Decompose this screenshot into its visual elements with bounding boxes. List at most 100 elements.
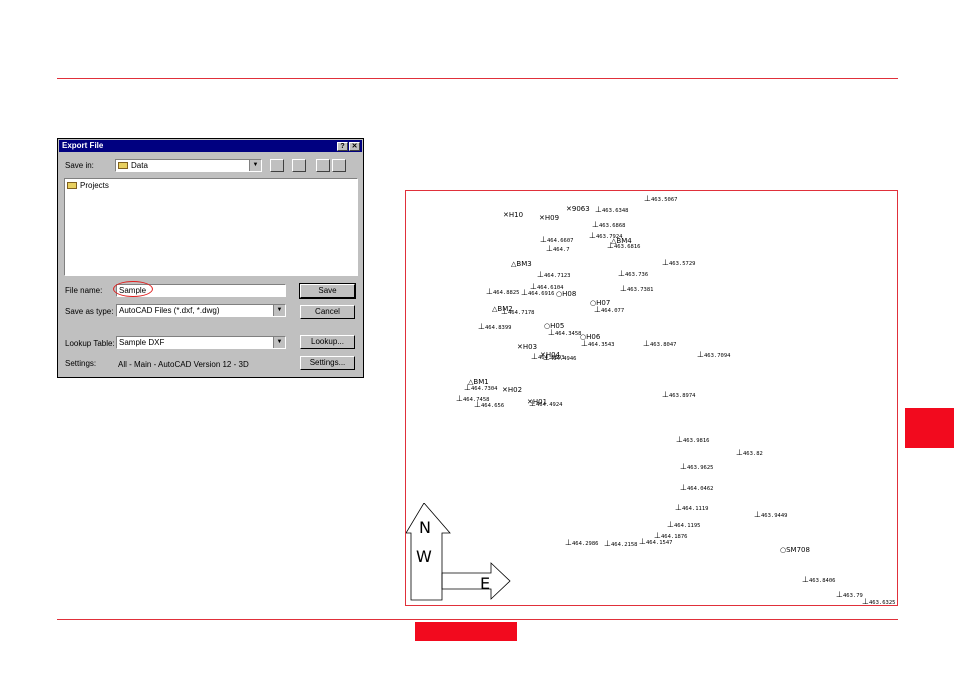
survey-map: ⊥463.5067⊥463.6348⊥463.6868⊥463.7924⊥463… (405, 190, 898, 606)
point-marker-icon: ⊥ (501, 307, 508, 316)
point-elevation-label: 463.9625 (686, 465, 714, 471)
point-elevation-label: 463.7381 (626, 287, 654, 293)
survey-point: ⊥464.3543 (581, 339, 615, 349)
station-marker-icon: ✕ (527, 398, 533, 406)
point-elevation-label: 464.8399 (484, 325, 512, 331)
survey-point: ⊥463.6348 (595, 205, 629, 215)
lookup-button[interactable]: Lookup... (300, 335, 355, 349)
point-elevation-label: 464.1547 (645, 540, 673, 546)
survey-point: ⊥463.8406 (802, 576, 835, 585)
point-elevation-label: 464.1195 (673, 523, 701, 529)
station-marker-icon: △ (611, 237, 617, 245)
point-elevation-label: 463.8047 (649, 342, 677, 348)
point-marker-icon: ⊥ (548, 328, 555, 337)
settings-label: Settings: (65, 359, 97, 368)
settings-button[interactable]: Settings... (300, 356, 355, 370)
help-button[interactable]: ? (337, 142, 348, 151)
point-marker-icon: ⊥ (680, 483, 687, 492)
point-elevation-label: 464.3543 (587, 342, 615, 348)
compass-arrows (406, 503, 511, 601)
lookup-table-label: Lookup Table: (65, 339, 115, 348)
details-view-icon[interactable] (332, 159, 346, 172)
point-elevation-label: 464.7123 (543, 273, 571, 279)
station-marker-icon: ○ (544, 322, 551, 330)
file-list[interactable]: Projects (64, 178, 358, 276)
station-label: H07 (596, 299, 611, 307)
station-marker-icon: ✕ (502, 386, 508, 394)
survey-point: ⊥464.656 (474, 400, 504, 410)
lookup-table-dropdown[interactable]: Sample DXF ▼ (116, 336, 286, 349)
survey-station: ○H06 (580, 334, 600, 341)
save-button[interactable]: Save (299, 283, 356, 299)
survey-point: ⊥463.736 (618, 270, 648, 279)
point-elevation-label: 463.6816 (613, 244, 641, 250)
chevron-down-icon: ▼ (273, 305, 285, 316)
point-elevation-label: 463.7924 (595, 234, 623, 240)
list-view-icon[interactable] (316, 159, 330, 172)
survey-point: ⊥464.6104 (530, 283, 563, 292)
point-marker-icon: ⊥ (540, 235, 547, 244)
point-elevation-label: 464.8825 (492, 290, 520, 296)
point-marker-icon: ⊥ (662, 390, 669, 399)
point-elevation-label: 464.7458 (462, 397, 490, 403)
station-marker-icon: △ (468, 378, 474, 386)
list-item[interactable]: Projects (65, 179, 357, 190)
save-as-type-dropdown[interactable]: AutoCAD Files (*.dxf, *.dwg) ▼ (116, 304, 286, 317)
survey-station: ✕H04 (540, 352, 560, 359)
save-in-value: Data (131, 161, 148, 170)
point-marker-icon: ⊥ (595, 205, 602, 214)
survey-point: ⊥463.9625 (680, 463, 714, 472)
point-elevation-label: 463.6325 (868, 600, 896, 606)
side-tab-marker (905, 408, 954, 448)
point-marker-icon: ⊥ (589, 231, 596, 240)
point-marker-icon: ⊥ (667, 520, 674, 529)
chevron-down-icon: ▼ (273, 337, 285, 348)
point-marker-icon: ⊥ (456, 394, 463, 403)
close-button[interactable]: ✕ (349, 142, 360, 151)
settings-value: All - Main - AutoCAD Version 12 - 3D (118, 360, 249, 369)
survey-station: ○H08 (556, 291, 576, 298)
point-elevation-label: 463.5067 (650, 197, 678, 203)
point-marker-icon: ⊥ (565, 538, 572, 547)
point-marker-icon: ⊥ (836, 590, 843, 599)
station-label: BM3 (516, 260, 532, 268)
point-marker-icon: ⊥ (531, 352, 538, 361)
survey-point: ⊥463.6868 (592, 221, 625, 230)
station-label: SM708 (786, 546, 810, 554)
new-folder-icon[interactable] (292, 159, 306, 172)
survey-point: ⊥464.7178 (501, 307, 534, 317)
station-marker-icon: ✕ (566, 205, 572, 213)
point-marker-icon: ⊥ (676, 435, 683, 444)
survey-point: ⊥463.7924 (589, 231, 623, 241)
folder-icon (67, 182, 77, 190)
up-one-level-icon[interactable] (270, 159, 284, 172)
station-marker-icon: ✕ (517, 343, 523, 351)
point-elevation-label: 464.6607 (546, 238, 574, 244)
point-marker-icon: ⊥ (662, 258, 669, 267)
point-elevation-label: 463.5729 (668, 261, 696, 267)
station-label: BM4 (616, 237, 632, 245)
point-marker-icon: ⊥ (754, 510, 761, 519)
cancel-button[interactable]: Cancel (300, 305, 355, 319)
point-marker-icon: ⊥ (620, 284, 627, 293)
point-marker-icon: ⊥ (654, 531, 661, 540)
survey-point: ⊥464.5893 (531, 352, 564, 362)
save-in-dropdown[interactable]: Data ▼ (115, 159, 262, 172)
survey-point: ⊥464.6916 (521, 289, 555, 298)
survey-point: ⊥464.2158 (604, 540, 637, 549)
station-marker-icon: ✕ (540, 351, 546, 359)
station-label: 9063 (571, 205, 590, 213)
station-marker-icon: ✕ (539, 214, 545, 222)
point-elevation-label: 464.6916 (527, 291, 555, 297)
survey-point: ⊥464.3458 (548, 328, 581, 338)
point-marker-icon: ⊥ (581, 339, 588, 348)
compass-west-label: W (416, 547, 432, 566)
point-marker-icon: ⊥ (474, 400, 481, 409)
point-elevation-label: 464.2986 (571, 541, 599, 547)
station-label: H04 (545, 351, 561, 359)
point-marker-icon: ⊥ (464, 383, 471, 392)
chevron-down-icon: ▼ (249, 160, 261, 171)
point-marker-icon: ⊥ (546, 244, 553, 253)
point-elevation-label: 463.6348 (601, 208, 629, 214)
lookup-table-value: Sample DXF (119, 338, 165, 347)
